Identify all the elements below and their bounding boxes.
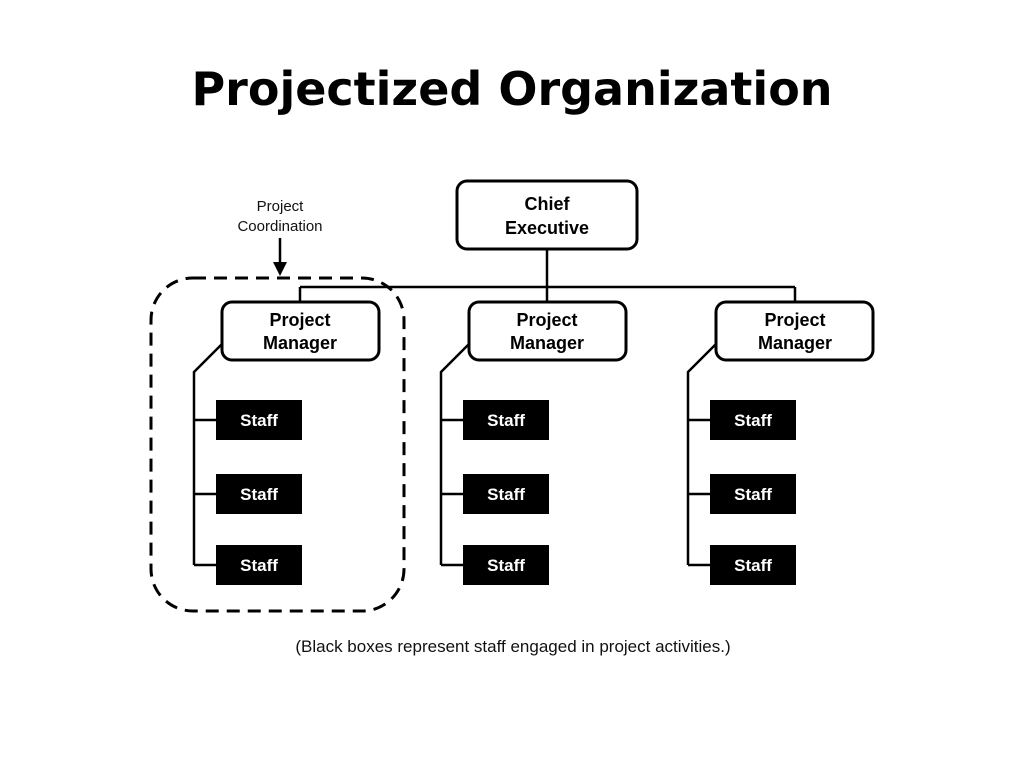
staff-box <box>710 545 796 585</box>
project-coordination-outline <box>149 276 406 613</box>
manager-2-label-line1: Project <box>516 310 577 330</box>
staff-label: Staff <box>240 411 278 430</box>
coordination-note-line1: Project <box>257 198 305 215</box>
manager-box-2 <box>467 300 628 362</box>
staff-label: Staff <box>734 556 772 575</box>
manager-column-1: Project Manager Staff Staff Staff <box>192 300 381 585</box>
slide-title: Projectized Organization <box>191 62 833 116</box>
chief-label-line1: Chief <box>525 194 571 214</box>
manager-3-label-line1: Project <box>764 310 825 330</box>
staff-box <box>216 474 302 514</box>
staff-label: Staff <box>734 485 772 504</box>
manager-box-3 <box>714 300 875 362</box>
coordination-note-line2: Coordination <box>237 218 322 235</box>
manager-2-label-line2: Manager <box>510 333 584 353</box>
manager-column-2: Project Manager Staff Staff Staff <box>439 300 628 585</box>
coordination-arrow-head <box>273 262 287 276</box>
manager-1-label-line2: Manager <box>263 333 337 353</box>
manager-3-label-line2: Manager <box>758 333 832 353</box>
staff-label: Staff <box>240 485 278 504</box>
staff-box <box>216 400 302 440</box>
staff-box <box>710 474 796 514</box>
manager-box-1 <box>220 300 381 362</box>
staff-label: Staff <box>487 556 525 575</box>
project-coordination-note: Project Coordination <box>237 198 323 276</box>
chief-executive-box: Chief Executive <box>455 179 639 251</box>
staff-label: Staff <box>487 485 525 504</box>
manager-column-3: Project Manager Staff Staff Staff <box>686 300 875 585</box>
staff-box <box>710 400 796 440</box>
manager-1-label-line1: Project <box>269 310 330 330</box>
chief-label-line2: Executive <box>505 218 589 238</box>
chief-connectors <box>298 249 797 302</box>
diagram-caption: (Black boxes represent staff engaged in … <box>295 637 730 656</box>
manager-3-staff-connector <box>686 343 717 565</box>
manager-1-staff-connector <box>192 343 223 565</box>
staff-label: Staff <box>734 411 772 430</box>
staff-box <box>463 545 549 585</box>
staff-box <box>216 545 302 585</box>
staff-label: Staff <box>487 411 525 430</box>
staff-label: Staff <box>240 556 278 575</box>
staff-box <box>463 400 549 440</box>
staff-box <box>463 474 549 514</box>
manager-2-staff-connector <box>439 343 470 565</box>
